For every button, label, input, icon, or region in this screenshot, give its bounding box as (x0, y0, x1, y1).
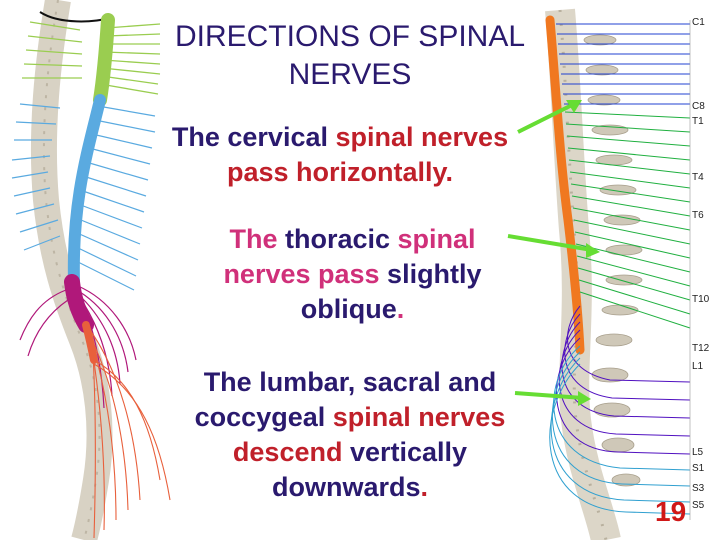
level-label-t12: T12 (692, 343, 710, 354)
thoracic-text-2a: nerves pass (223, 259, 380, 289)
lumbar-text-2a: coccygeal (194, 402, 333, 432)
cervical-text-1a: The cervical (171, 122, 336, 152)
arrows (507, 100, 600, 406)
level-label-t6: T6 (692, 210, 704, 221)
lumbar-text-4b: . (420, 472, 429, 502)
cervical-text-1b: spinal nerves (335, 122, 509, 152)
thoracic-segment (67, 94, 106, 288)
cervical-text: The cervical spinal nerves pass horizont… (130, 120, 550, 190)
cervical-text-2a: pass horizontally (226, 157, 446, 187)
slide-title-line1: DIRECTIONS OF SPINAL (174, 20, 526, 53)
level-label-c8: C8 (692, 101, 705, 112)
thoracic-text: The thoracic spinal nerves pass slightly… (180, 222, 525, 327)
right-spinous-processes (583, 34, 643, 487)
level-label-l1: L1 (692, 361, 704, 372)
thoracic-text-1a: The (229, 224, 285, 254)
level-label-l5: L5 (692, 447, 704, 458)
thoracic-text-2b: slightly (379, 259, 482, 289)
left-thoracic-nerves (11, 103, 156, 291)
level-label-t10: T10 (692, 294, 710, 305)
thoracic-text-1c: spinal (390, 224, 476, 254)
cervical-arrowhead (566, 100, 582, 113)
right-sacral-nerves (549, 345, 691, 515)
cervical-text-2b: . (445, 157, 454, 187)
right-cervical-nerves (556, 23, 690, 105)
lumbar-text-4a: downwards (271, 472, 421, 502)
lumbar-text: The lumbar, sacral and coccygeal spinal … (150, 365, 550, 505)
cervical-arrow (517, 102, 575, 134)
right-spinal-cord (545, 15, 585, 355)
lumbar-text-3a: descend (232, 437, 350, 467)
level-label-c1: C1 (692, 17, 705, 28)
slide-number: 19 (655, 496, 687, 527)
level-label-t4: T4 (692, 172, 704, 183)
lumbar-arrowhead (578, 391, 591, 406)
lumbar-text-2b: spinal nerves (332, 402, 506, 432)
right-vertebral-column (545, 8, 621, 540)
thoracic-text-1b: thoracic (284, 224, 391, 254)
left-cervical-nerves (22, 21, 161, 95)
lumbar-text-1a: The lumbar, sacral and (203, 367, 497, 397)
right-thoracic-nerves (564, 111, 691, 329)
left-sacral-nerves (89, 329, 171, 539)
level-label-s3: S3 (692, 483, 705, 494)
slide-title: DIRECTIONS OF SPINAL NERVES (140, 18, 560, 94)
lumbar-arrow (514, 391, 584, 400)
slide-title-line2: NERVES (288, 58, 412, 91)
right-spine (545, 8, 691, 540)
thoracic-text-3a: oblique (300, 294, 397, 324)
left-lumbar-nerves (19, 285, 137, 409)
thoracic-arrow (507, 234, 593, 252)
level-label-s1: S1 (692, 463, 705, 474)
thoracic-text-3b: . (396, 294, 405, 324)
lumbar-text-3b: vertically (349, 437, 468, 467)
level-label-s5: S5 (692, 500, 705, 511)
thoracic-arrowhead (586, 243, 600, 258)
level-label-t1: T1 (692, 116, 704, 127)
left-spine (11, 0, 171, 540)
